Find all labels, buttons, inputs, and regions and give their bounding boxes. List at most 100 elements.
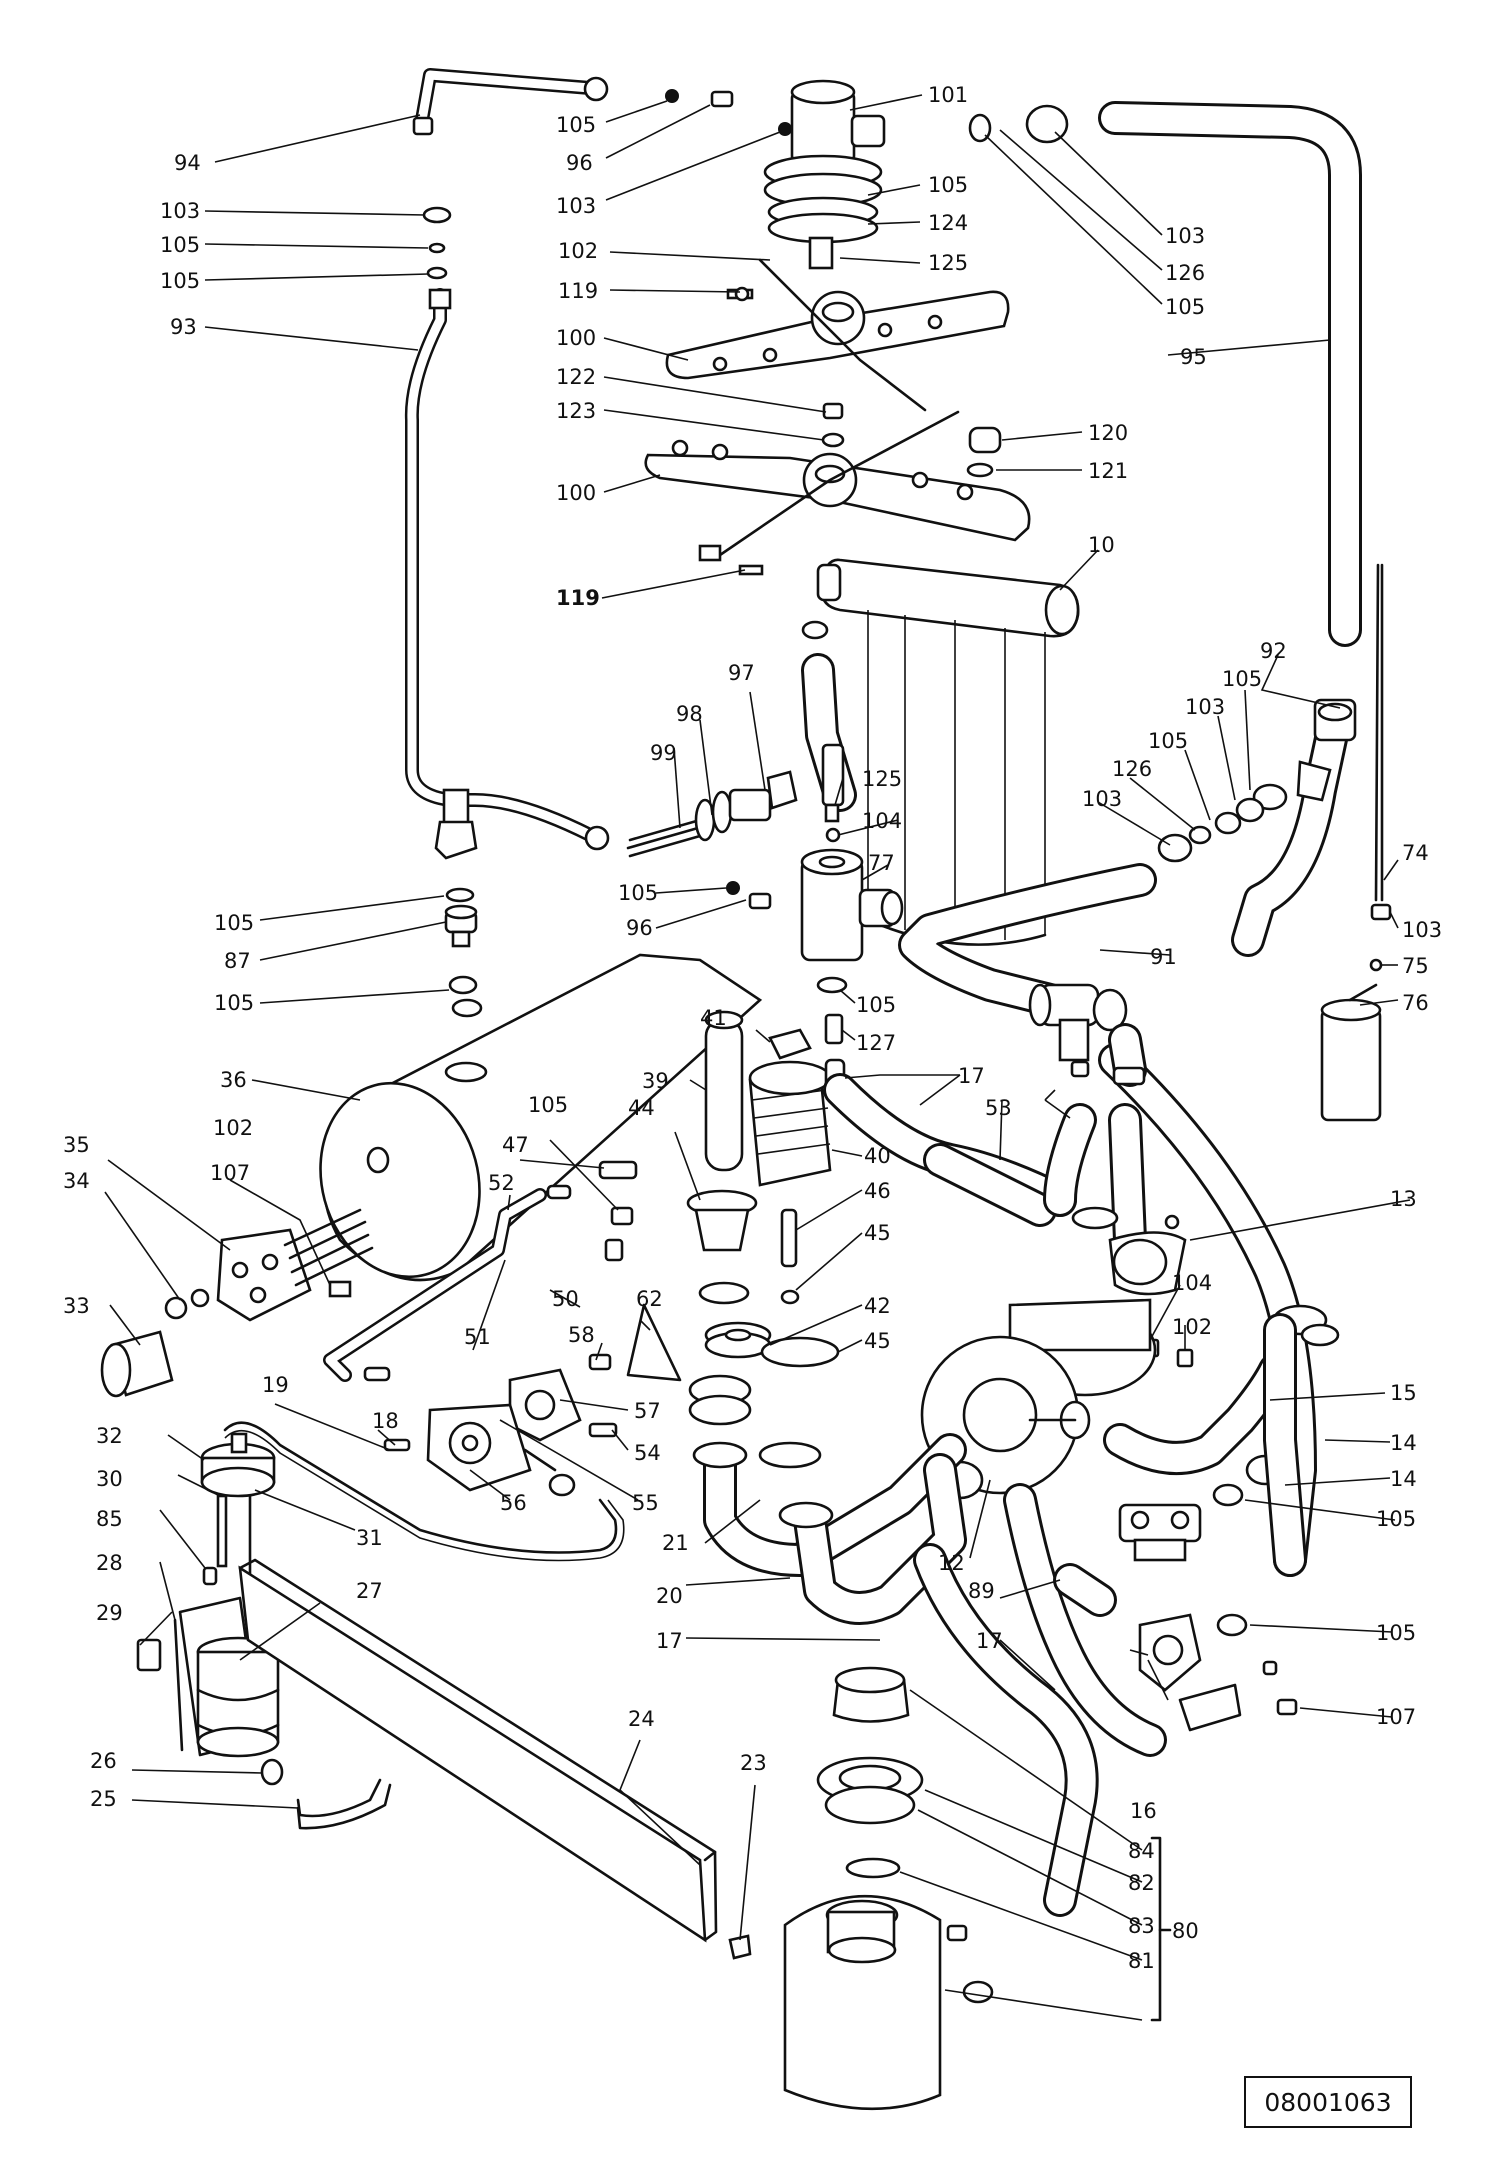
clip-29 [136,1638,162,1672]
label-17: 17 [958,1064,985,1088]
seal-105-mid [726,881,740,895]
label-97: 97 [728,661,755,685]
label-31: 31 [356,1526,383,1550]
valve-42 [704,1321,772,1359]
label-24: 24 [628,1707,655,1731]
label-51: 51 [464,1325,491,1349]
hose-15 [1103,1353,1292,1475]
nipple-96-top [710,90,734,108]
screw-107-right [1276,1698,1298,1716]
fitting-80-top [946,1924,968,1942]
label-99: 99 [650,741,677,765]
hose-53 [923,1103,1097,1227]
label-36: 36 [220,1068,247,1092]
label-25: 25 [90,1787,117,1811]
label-85: 85 [96,1507,123,1531]
cap-126-top-right [1025,104,1069,144]
tank-80 [783,1894,942,2111]
label-58: 58 [568,1323,595,1347]
label-40: 40 [864,1144,891,1168]
plug-122 [822,402,844,420]
tank-27 [196,1636,280,1758]
label-94: 94 [174,151,201,175]
disc-45 [760,1336,840,1368]
cup-44 [686,1189,758,1252]
screw-54 [588,1422,618,1438]
label-82: 82 [1128,1871,1155,1895]
label-46: 46 [864,1179,891,1203]
label-45: 45 [864,1221,891,1245]
tee-joint-91 [1028,983,1128,1078]
ring-105-left-1 [428,242,446,254]
hose-17-right [1108,1103,1147,1257]
hose-17-lower-right [1003,1483,1167,1757]
pump-body-57 [508,1368,582,1442]
ring-103-chain [1235,797,1265,823]
hose-95 [1098,101,1362,647]
label-103: 103 [556,194,596,218]
probe-30 [216,1494,228,1568]
cap-84 [832,1666,910,1723]
screw-58 [588,1353,612,1371]
label-34: 34 [63,1169,90,1193]
label-12: 12 [938,1551,965,1575]
tube-93 [404,288,610,860]
label-10: 10 [1088,533,1115,557]
label-103: 103 [160,199,200,223]
label-44: 44 [628,1096,655,1120]
label-105: 105 [1376,1507,1416,1531]
screw-102-right [1176,1348,1194,1368]
seal-103-top [778,122,792,136]
hose-91 [898,863,1157,1017]
label-102: 102 [213,1116,253,1140]
screw-119-lower [738,564,764,576]
label-105: 105 [856,993,896,1017]
bracket-62 [626,1303,682,1382]
pump-56 [426,1403,576,1497]
label-102: 102 [1172,1315,1212,1339]
filter-40 [748,1058,846,1187]
part-number-labels: 94 105 96 103 101 103 105 105 93 102 119… [63,83,1442,1973]
label-14: 14 [1390,1467,1417,1491]
label-105: 105 [556,113,596,137]
label-75: 75 [1402,954,1429,978]
label-103: 103 [1402,918,1442,942]
label-100: 100 [556,326,596,350]
label-26: 26 [90,1749,117,1773]
label-95: 95 [1180,345,1207,369]
washer-123 [821,432,845,448]
clip-23 [728,1934,752,1960]
label-33: 33 [63,1294,90,1318]
ring-105-under-77 [816,976,848,994]
label-103: 103 [1165,224,1205,248]
label-105: 105 [1165,295,1205,319]
ring-105-chain-1 [1252,783,1288,811]
label-62: 62 [636,1287,663,1311]
label-80: 80 [1172,1919,1199,1943]
label-105: 105 [1376,1621,1416,1645]
element-97-99 [626,770,798,858]
ring-103-top-right [968,113,992,143]
label-101: 101 [928,83,968,107]
filter-33 [100,1330,174,1398]
label-55: 55 [632,1491,659,1515]
fitting-80-side [962,1980,994,2004]
screw-18 [383,1438,411,1452]
hose-tee-right [1108,1023,1147,1087]
label-84: 84 [1128,1839,1155,1863]
label-105: 105 [160,269,200,293]
label-41: 41 [700,1006,727,1030]
ring-45-left [698,1281,750,1305]
clamp-13 [1071,1206,1187,1296]
screw-near-16 [1262,1660,1278,1676]
label-93: 93 [170,315,197,339]
label-127: 127 [856,1031,896,1055]
label-126: 126 [1112,757,1152,781]
label-17: 17 [976,1629,1003,1653]
label-87: 87 [224,949,251,973]
ring-82 [816,1756,924,1825]
label-124: 124 [928,211,968,235]
ring-below-42b [688,1394,752,1426]
